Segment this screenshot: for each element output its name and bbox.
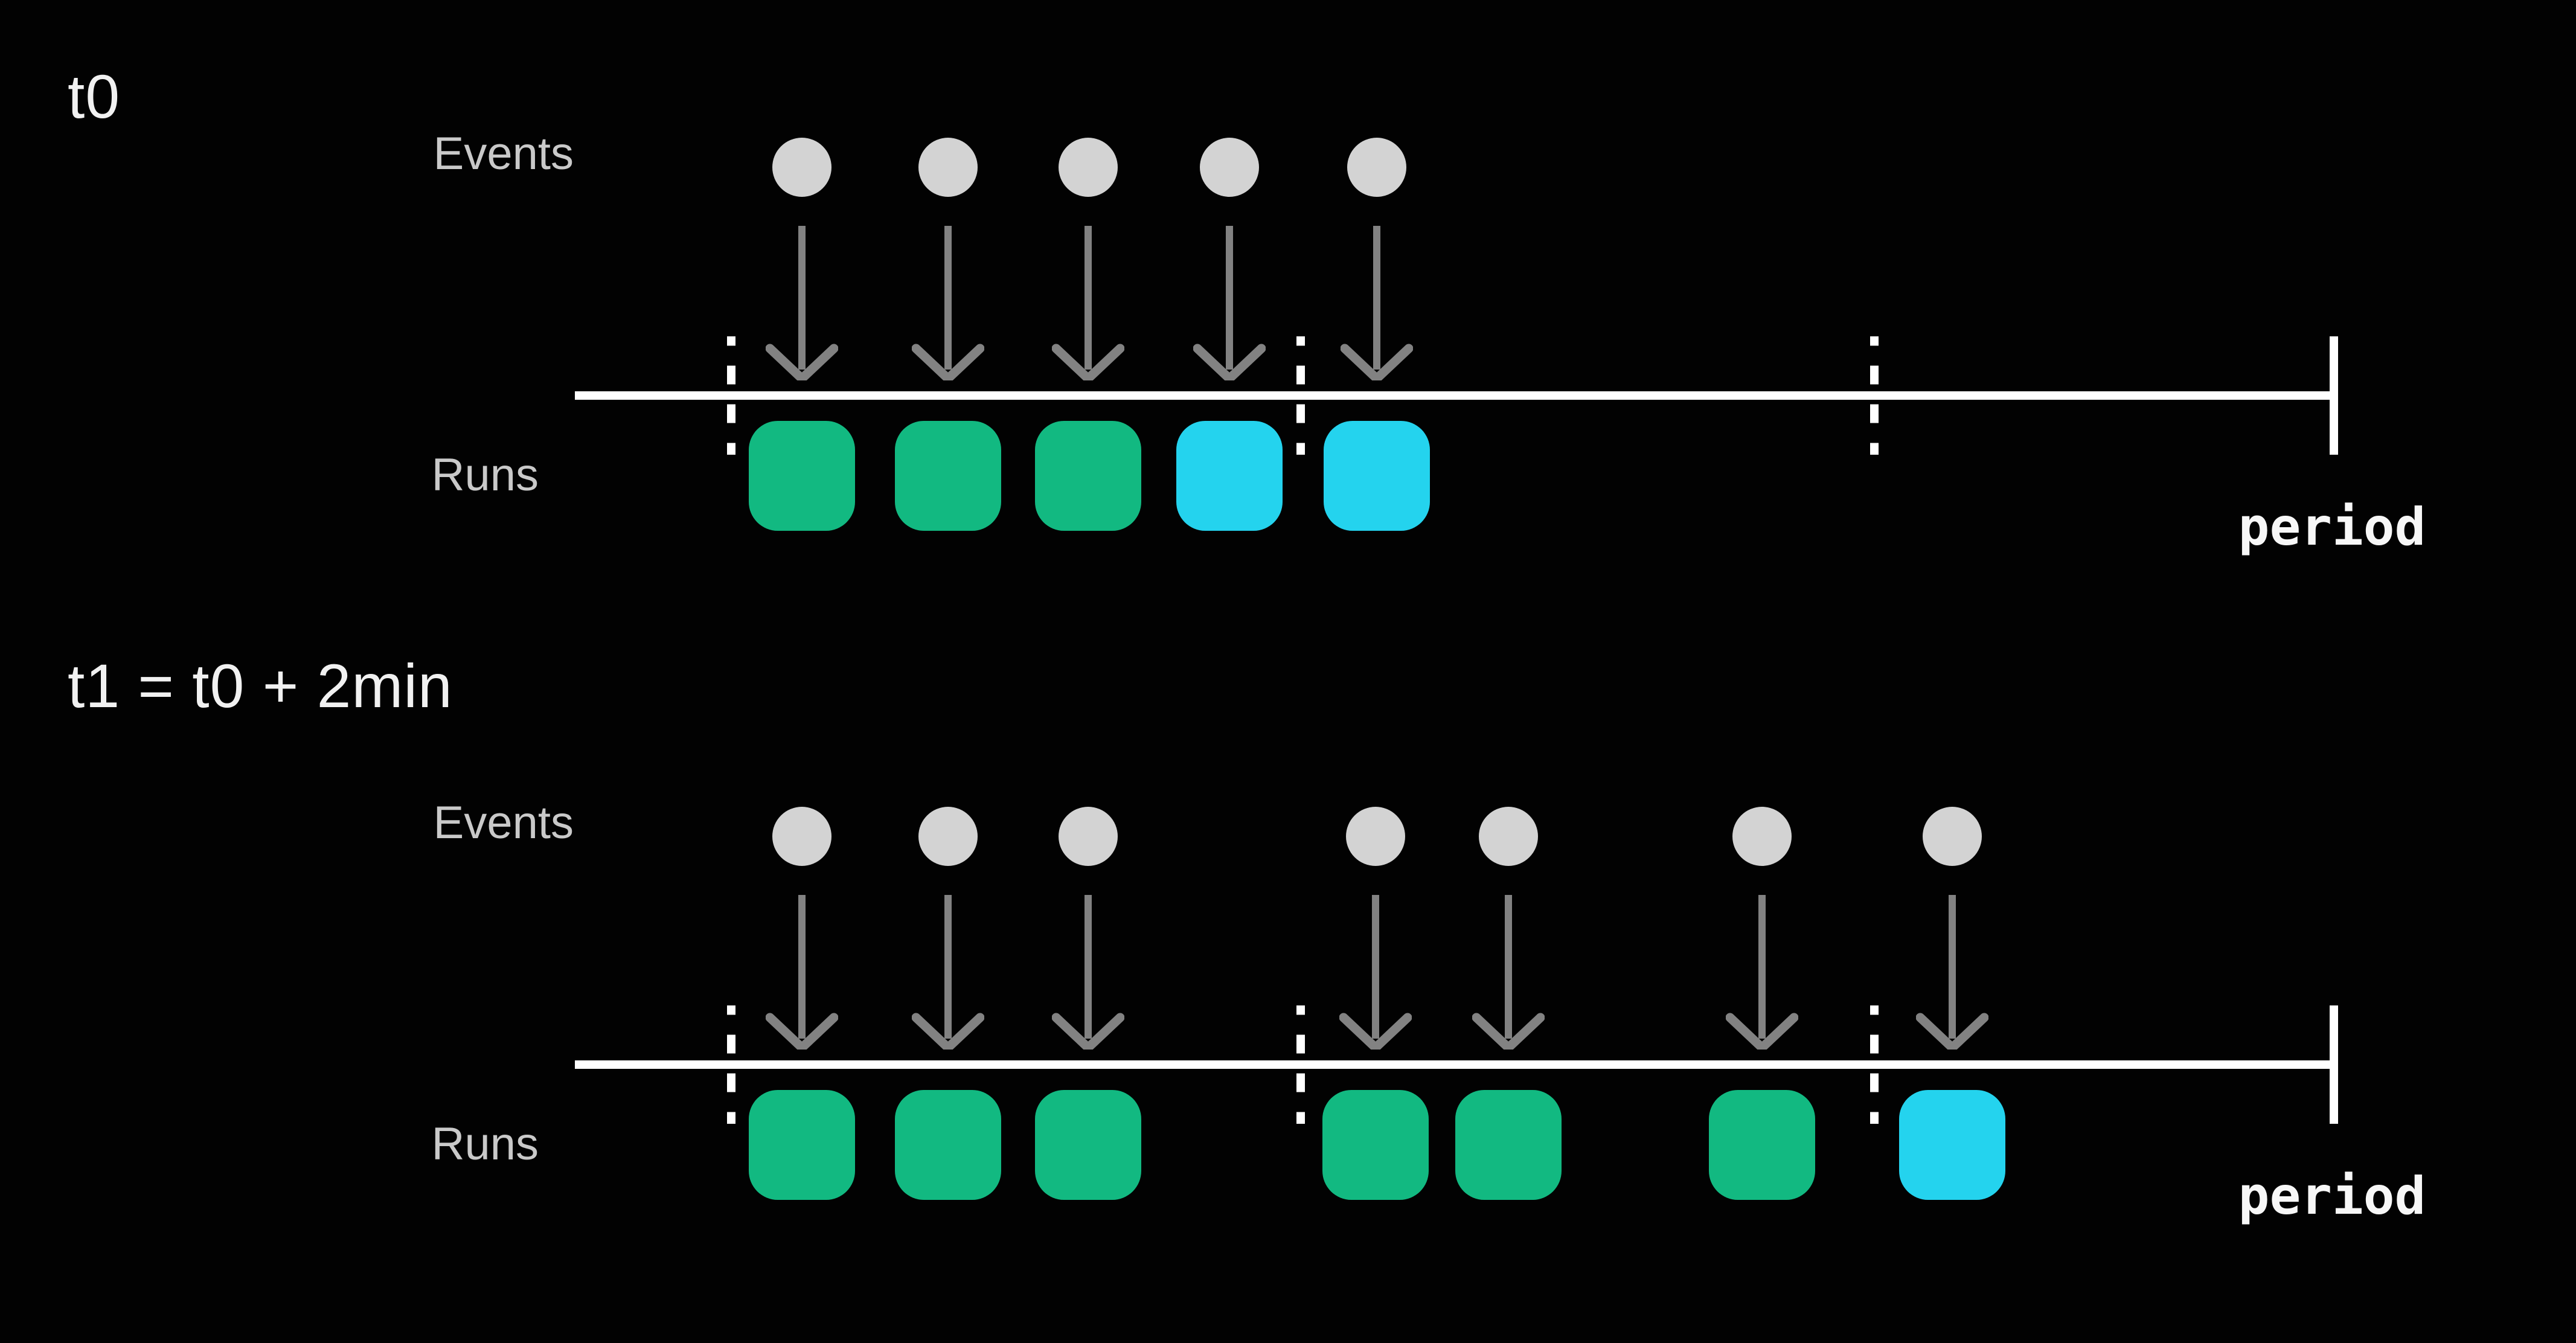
arrow-head: [1339, 1013, 1412, 1050]
arrow-head: [1193, 344, 1266, 380]
window-marker-dashed-line: [1296, 336, 1305, 455]
event-circle: [1346, 807, 1405, 866]
arrow-head: [1341, 344, 1413, 380]
arrow-down-icon: [766, 226, 838, 380]
run-square-green: [1035, 421, 1141, 531]
arrow-down-icon: [1193, 226, 1266, 380]
arrow-down-icon: [912, 895, 984, 1050]
event-circle: [1732, 807, 1792, 866]
arrow-down-icon: [1916, 895, 1988, 1050]
event-circle: [1059, 138, 1118, 197]
run-square-green: [895, 421, 1001, 531]
arrow-head: [766, 344, 838, 380]
arrow-head: [766, 1013, 838, 1050]
event-circle: [772, 807, 831, 866]
arrow-head: [912, 344, 984, 380]
arrow-head: [1052, 1013, 1124, 1050]
arrow-down-icon: [766, 895, 838, 1050]
event-circle: [1059, 807, 1118, 866]
run-square-green: [749, 421, 855, 531]
runs-row-label: Runs: [431, 1118, 539, 1170]
run-square-green: [1455, 1090, 1562, 1200]
arrow-head: [1472, 1013, 1545, 1050]
run-square-green: [749, 1090, 855, 1200]
arrow-head: [1916, 1013, 1988, 1050]
timeline-end-tick: [2330, 336, 2338, 455]
arrow-head: [1052, 344, 1124, 380]
run-square-green: [895, 1090, 1001, 1200]
arrow-down-icon: [1472, 895, 1545, 1050]
event-circle: [1479, 807, 1538, 866]
arrow-down-icon: [1052, 895, 1124, 1050]
window-marker-dashed-line: [727, 1005, 735, 1124]
timeline-end-tick: [2330, 1005, 2338, 1124]
run-square-cyan: [1324, 421, 1430, 531]
event-circle: [1200, 138, 1259, 197]
window-marker-dashed-line: [1296, 1005, 1305, 1124]
window-marker-dashed-line: [1870, 1005, 1879, 1124]
events-row-label: Events: [433, 128, 574, 179]
event-circle: [772, 138, 831, 197]
events-row-label: Events: [433, 797, 574, 848]
event-circle: [918, 138, 978, 197]
run-square-green: [1035, 1090, 1141, 1200]
run-square-green: [1322, 1090, 1429, 1200]
arrow-down-icon: [1052, 226, 1124, 380]
run-square-cyan: [1176, 421, 1283, 531]
event-circle: [1347, 138, 1406, 197]
event-circle: [918, 807, 978, 866]
section-title: t1 = t0 + 2min: [68, 652, 453, 720]
runs-row-label: Runs: [431, 449, 539, 501]
event-circle: [1923, 807, 1982, 866]
arrow-head: [1726, 1013, 1798, 1050]
section-title: t0: [68, 62, 121, 131]
period-label: period: [2238, 497, 2426, 557]
arrow-head: [912, 1013, 984, 1050]
period-label: period: [2238, 1166, 2426, 1226]
arrow-down-icon: [1339, 895, 1412, 1050]
window-marker-dashed-line: [1870, 336, 1879, 455]
run-square-green: [1709, 1090, 1815, 1200]
window-marker-dashed-line: [727, 336, 735, 455]
arrow-down-icon: [1341, 226, 1413, 380]
timeline-axis: [575, 1060, 2338, 1069]
arrow-down-icon: [912, 226, 984, 380]
arrow-down-icon: [1726, 895, 1798, 1050]
timeline-axis: [575, 391, 2338, 400]
run-square-cyan: [1899, 1090, 2005, 1200]
